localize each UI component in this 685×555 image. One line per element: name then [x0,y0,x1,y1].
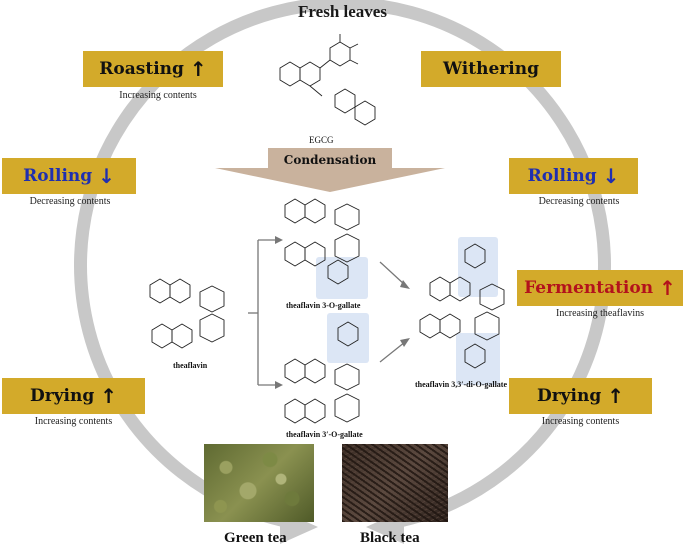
condensation-label: Condensation [283,153,377,167]
drying-left-note: Increasing contents [34,416,113,427]
condensation-arrow [215,148,445,192]
down-arrow-icon: ↓ [98,164,115,188]
egcg-structure [279,34,376,126]
fermentation-label: Fermentation [524,278,654,298]
roasting-step: Roasting ↑ [83,51,223,87]
egcg-label: EGCG [309,135,334,145]
roasting-note: Increasing contents [119,90,197,101]
theaflavin-structure [149,278,225,349]
tf3g-structure [284,198,360,285]
drying-left-label: Drying [29,386,95,406]
up-arrow-icon: ↑ [659,276,676,300]
withering-step: Withering [421,51,561,87]
fermentation-note: Increasing theaflavins [555,308,645,319]
gallate-highlights [316,237,500,385]
rolling-left-step: Rolling ↓ [2,158,136,194]
rolling-left-note: Decreasing contents [29,196,111,207]
drying-left-step: Drying ↑ [2,378,145,414]
withering-label: Withering [443,59,539,79]
up-arrow-icon: ↑ [189,57,207,81]
black-tea-label: Black tea [360,530,420,546]
fermentation-step: Fermentation ↑ [517,270,683,306]
reaction-arrows [248,236,410,389]
down-arrow-icon: ↓ [602,164,620,188]
tf3g-label: theaflavin 3-O-gallate [286,301,361,310]
tf3pg-label: theaflavin 3′-O-gallate [286,430,363,439]
green-tea-label: Green tea [224,530,287,546]
drying-right-note: Increasing contents [541,416,620,427]
up-arrow-icon: ↑ [607,384,625,408]
fresh-leaves-title: Fresh leaves [298,2,387,21]
green-tea-photo [204,444,314,522]
tfdg-structure [419,243,505,369]
tf3pg-structure [284,321,360,424]
drying-right-step: Drying ↑ [509,378,652,414]
theaflavin-label: theaflavin [173,361,208,370]
tfdg-label: theaflavin 3,3′-di-O-gallate [415,380,508,389]
up-arrow-icon: ↑ [100,384,118,408]
rolling-right-note: Decreasing contents [538,196,620,207]
drying-right-label: Drying [536,386,602,406]
rolling-left-label: Rolling [23,166,93,186]
rolling-right-label: Rolling [527,166,597,186]
black-tea-photo [342,444,448,522]
rolling-right-step: Rolling ↓ [509,158,638,194]
roasting-label: Roasting [99,59,184,79]
